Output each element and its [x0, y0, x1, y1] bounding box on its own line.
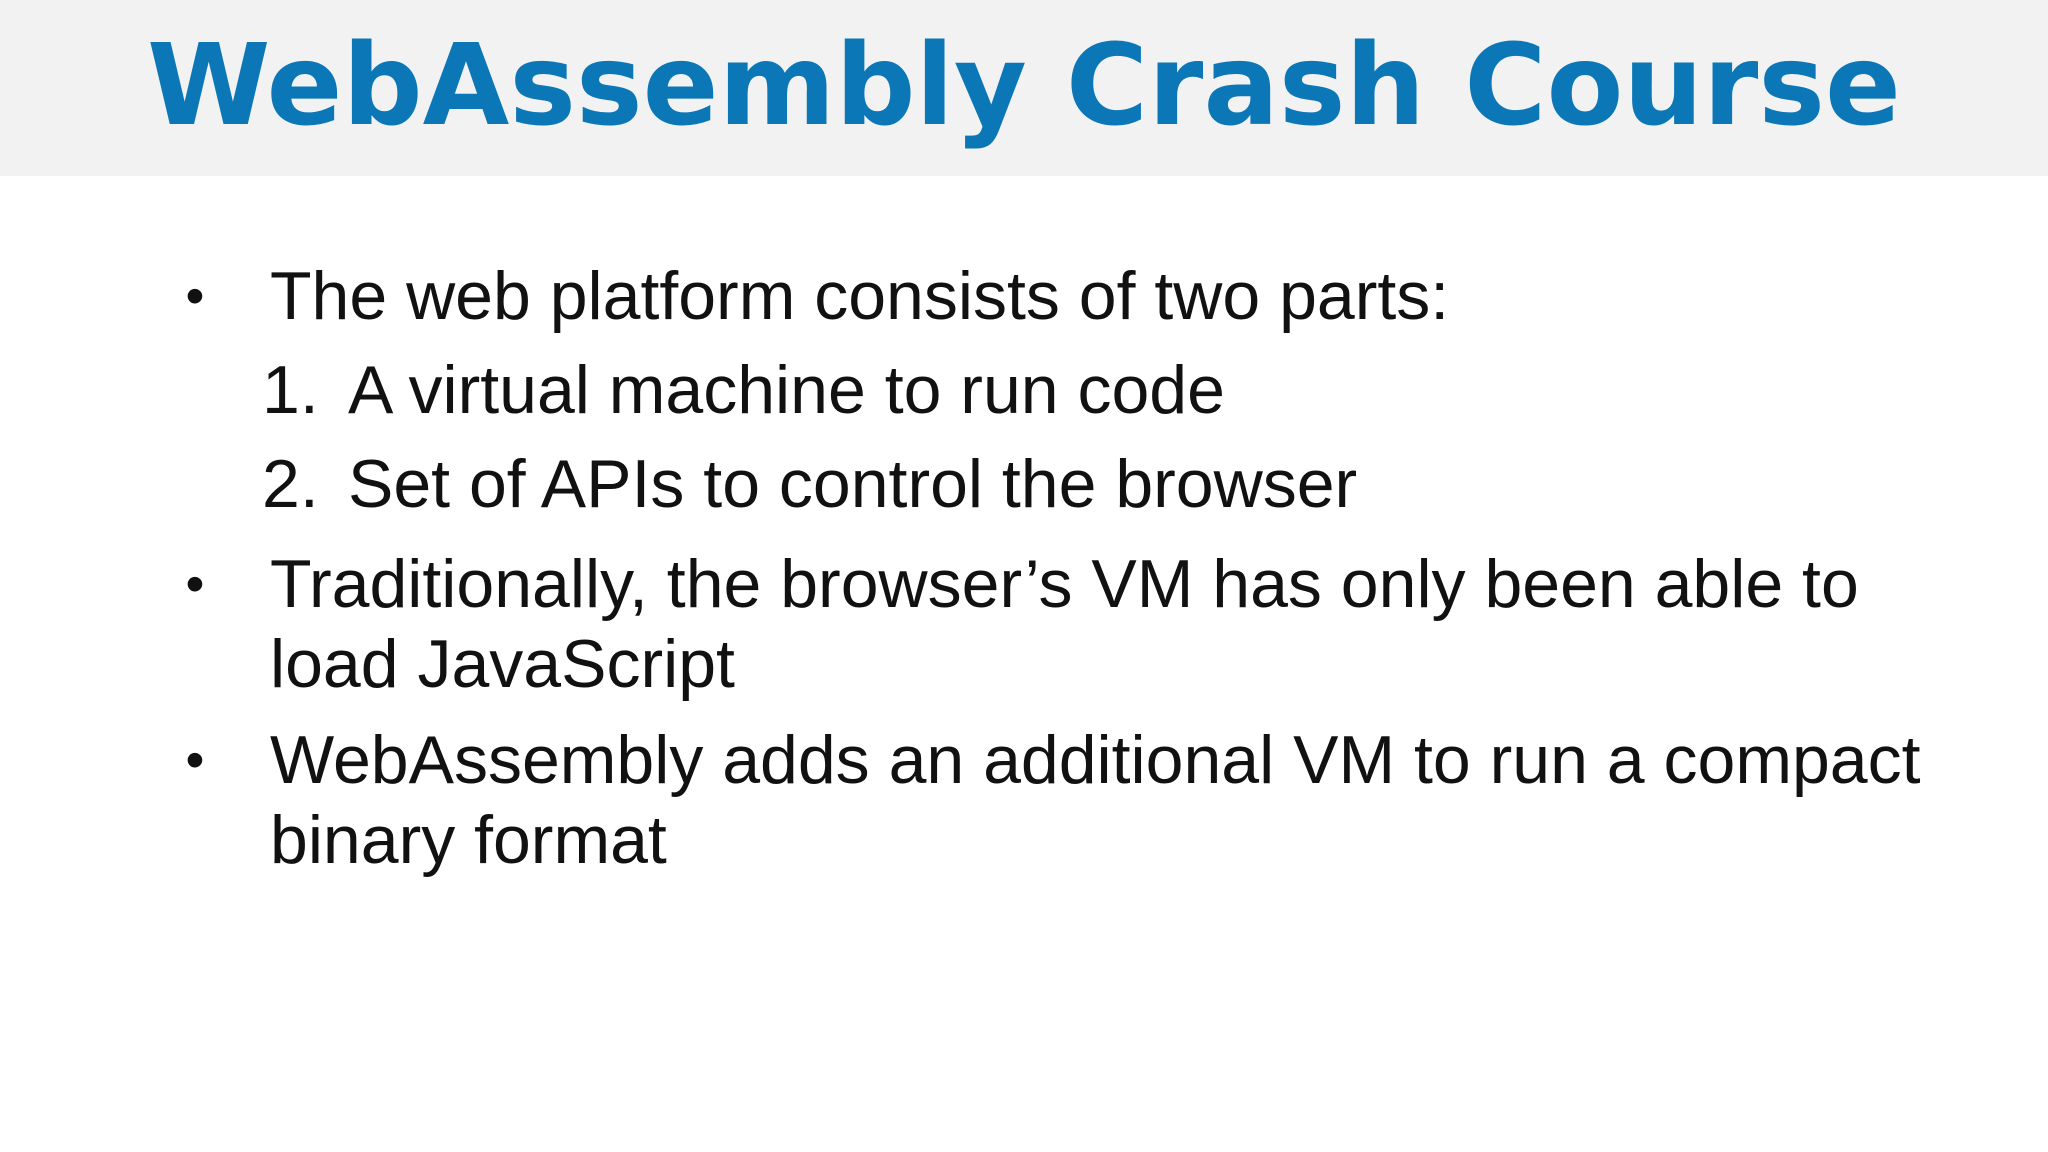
bullet-text: The web platform consists of two parts:: [270, 258, 1450, 334]
bullet-dot: •: [185, 730, 205, 790]
bullet-text: Traditionally, the browser’s VM has only…: [270, 546, 1859, 702]
bullet-dot: •: [185, 554, 205, 614]
title-bar: WebAssembly Crash Course: [0, 0, 2048, 176]
numbered-marker: 1.: [262, 352, 319, 428]
numbered-text: Set of APIs to control the browser: [348, 446, 1358, 522]
numbered-text: A virtual machine to run code: [348, 352, 1225, 428]
bullet-text: WebAssembly adds an additional VM to run…: [270, 722, 1921, 878]
slide-title: WebAssembly Crash Course: [146, 21, 1902, 151]
numbered-marker: 2.: [262, 446, 319, 522]
bullet-dot: •: [185, 266, 205, 326]
